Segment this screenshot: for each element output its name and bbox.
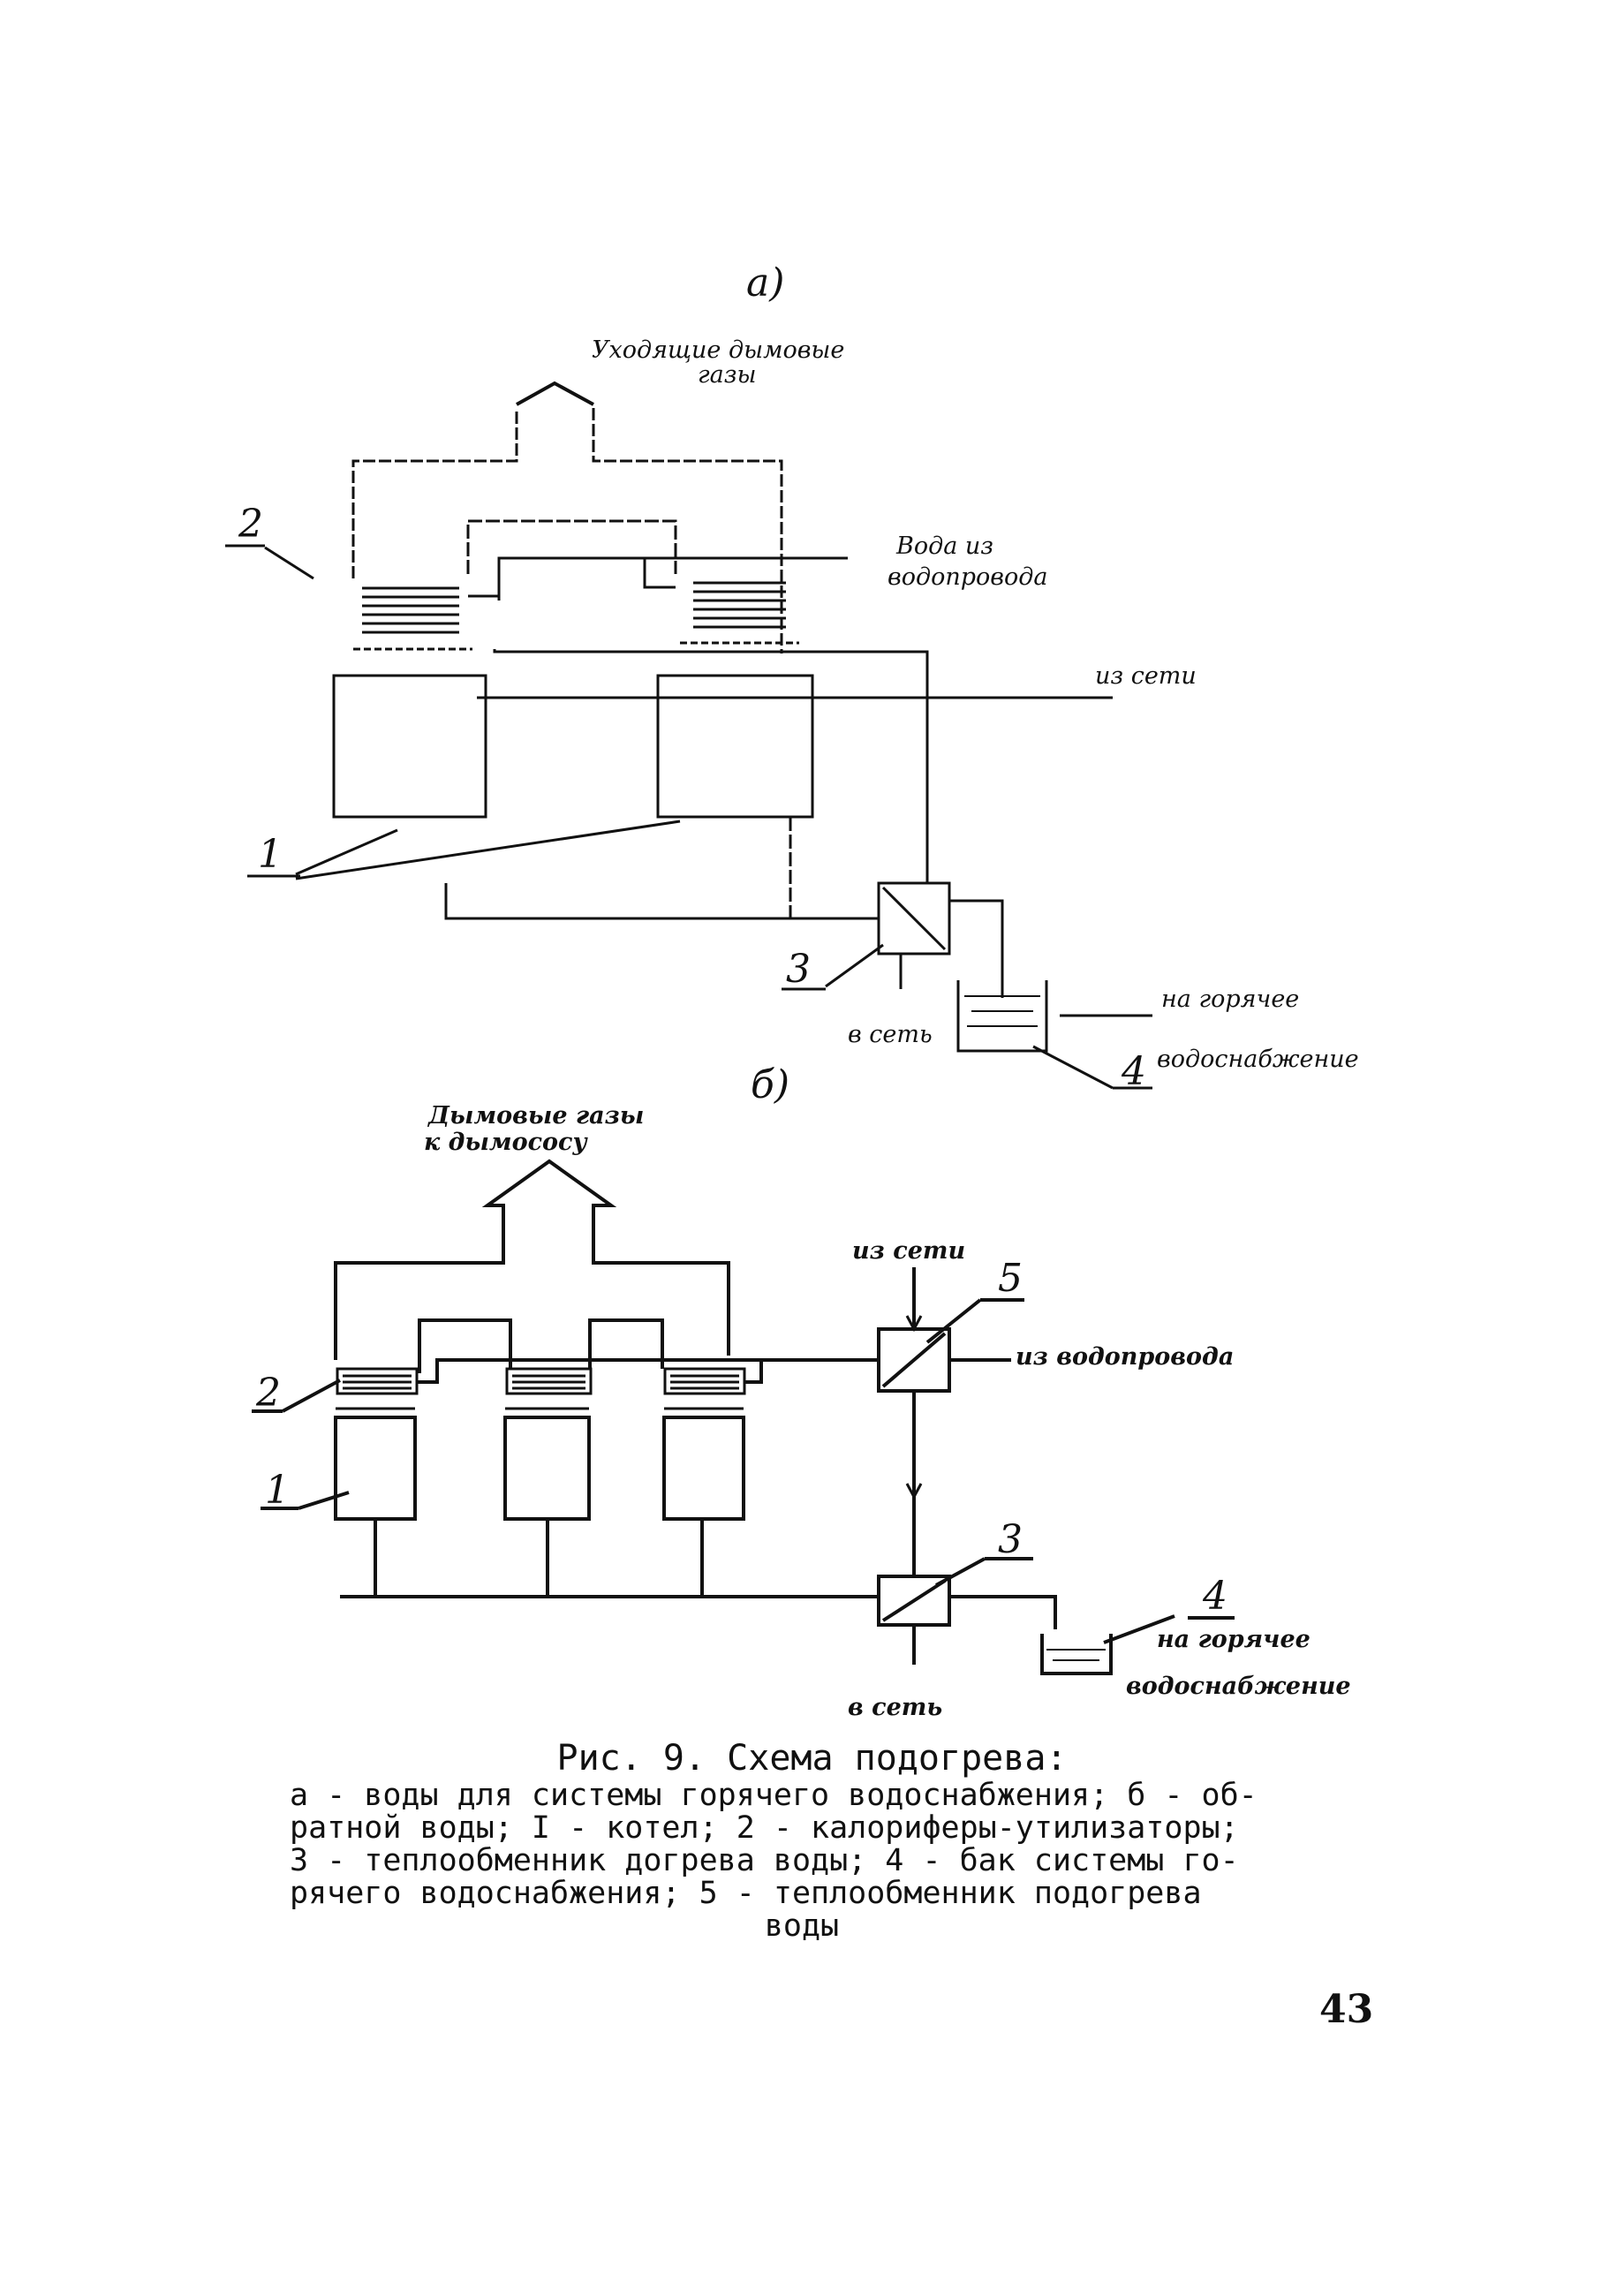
diagram-b [252, 1159, 1235, 1675]
diagram-a-exhaust-label-2: газы [698, 361, 756, 389]
diagram-b-hot-water-label-1: на горячее [1157, 1626, 1311, 1653]
diagram-a-boiler-right [656, 674, 814, 819]
diagram-b-label-5: 5 [998, 1256, 1023, 1301]
page-number: 43 [1319, 1987, 1374, 2032]
diagram-b-to-network-label: в сеть [848, 1694, 942, 1721]
diagram-b-flue-link-2 [588, 1318, 664, 1369]
diagram-b-label-1: 1 [265, 1468, 290, 1513]
diagram-a-from-network-label: из сети [1095, 662, 1197, 690]
diagram-a-collector [444, 883, 879, 920]
diagram-b-tank-4 [1040, 1634, 1113, 1675]
diagram-b-leader-2 [282, 1379, 341, 1413]
diagram-a-boiler-left [332, 674, 487, 819]
diagram-b-collector [340, 1519, 879, 1598]
diagram-a-label-3: 3 [786, 947, 811, 992]
diagram-b-leader-3 [935, 1557, 986, 1587]
diagram-a-label-4: 4 [1121, 1049, 1146, 1094]
diagram-a-label-2: 2 [238, 502, 263, 547]
figure-caption-body: а - воды для системы горячего водоснабже… [290, 1779, 1314, 1943]
diagram-a-water-link-right [643, 558, 676, 589]
diagram-b-leader-4 [1103, 1614, 1175, 1644]
diagram-a-leader-1a [295, 828, 398, 876]
diagram-b-to-tank-pipe [949, 1595, 1057, 1629]
diagram-b-boiler-2 [503, 1416, 591, 1521]
diagram-b-panel-label: б) [751, 1062, 789, 1107]
diagram-a-leader-4 [1032, 1045, 1114, 1090]
diagram-a-leader-2 [264, 546, 314, 580]
diagram-a-water-main-pipe [497, 556, 848, 601]
diagram-a-water-supply-label-1: Вода из [895, 533, 993, 560]
diagram-a-hot-water-label-1: на горячее [1161, 986, 1299, 1013]
caption-line: ратной воды; I - котел; 2 - калориферы-у… [290, 1810, 1239, 1846]
diagram-b-label-3: 3 [998, 1517, 1023, 1562]
diagram-a-tank-water [964, 995, 1040, 1027]
diagram-a-label-1: 1 [258, 832, 283, 877]
diagram-a-flue-link [466, 519, 677, 574]
diagram-b-boiler-3 [662, 1416, 745, 1521]
diagram-b-flue-chimney [334, 1159, 730, 1360]
caption-line: рячего водоснабжения; 5 - теплообменник … [290, 1876, 1202, 1911]
diagram-a-tank-4 [956, 980, 1048, 1053]
diagram-a [225, 381, 1152, 1090]
diagram-a-air-heater-right [680, 581, 799, 645]
diagram-b-flue-link-1 [418, 1318, 512, 1373]
diagram-a-panel-label: а) [746, 261, 784, 306]
diagram-a-exhaust-hood [516, 381, 594, 406]
caption-line: а - воды для системы горячего водоснабже… [290, 1778, 1258, 1813]
diagram-a-flue-duct [351, 408, 783, 653]
diagram-b-water-main [417, 1358, 879, 1384]
diagram-b-label-4: 4 [1202, 1574, 1227, 1619]
diagram-b-flue-label-2: к дымососу [424, 1129, 588, 1156]
diagram-a-exhaust-label-1: Уходящие дымовые [592, 336, 844, 364]
diagram-a-leader-1b [295, 820, 681, 880]
diagram-b-air-heaters [336, 1367, 746, 1410]
diagram-a-heat-exchanger-3 [877, 881, 951, 956]
diagram-a-to-network-label: в сеть [848, 1021, 933, 1048]
diagram-a-leader-3 [825, 943, 884, 988]
diagram-b-leader-1 [298, 1491, 350, 1510]
diagram-b-tank-water [1046, 1649, 1106, 1661]
caption-line: 3 - теплообменник догрева воды; 4 - бак … [290, 1843, 1239, 1878]
diagram-b-from-network-label: из сети [852, 1237, 965, 1265]
diagram-b-boiler-1 [334, 1416, 417, 1521]
diagram-a-water-supply-label-2: водопровода [888, 563, 1047, 591]
diagram-a-exchanger-to-tank [949, 899, 1004, 998]
diagram-a-heater-outlet [493, 649, 929, 883]
diagram-b-hot-water-label-2: водоснабжение [1126, 1673, 1351, 1700]
diagram-b-water-supply-label: из водопровода [1016, 1343, 1234, 1371]
caption-line: воды [764, 1908, 840, 1944]
diagram-a-air-heater-left [353, 586, 472, 651]
diagram-b-heater-tap [744, 1360, 763, 1384]
figure-caption-title: Рис. 9. Схема подогрева: [556, 1738, 1068, 1779]
diagram-a-hot-water-label-2: водоснабжение [1157, 1046, 1359, 1073]
diagram-b-leader-5 [925, 1298, 982, 1344]
diagram-b-flue-label-1: Дымовые газы [427, 1102, 644, 1129]
diagram-b-label-2: 2 [255, 1371, 281, 1416]
